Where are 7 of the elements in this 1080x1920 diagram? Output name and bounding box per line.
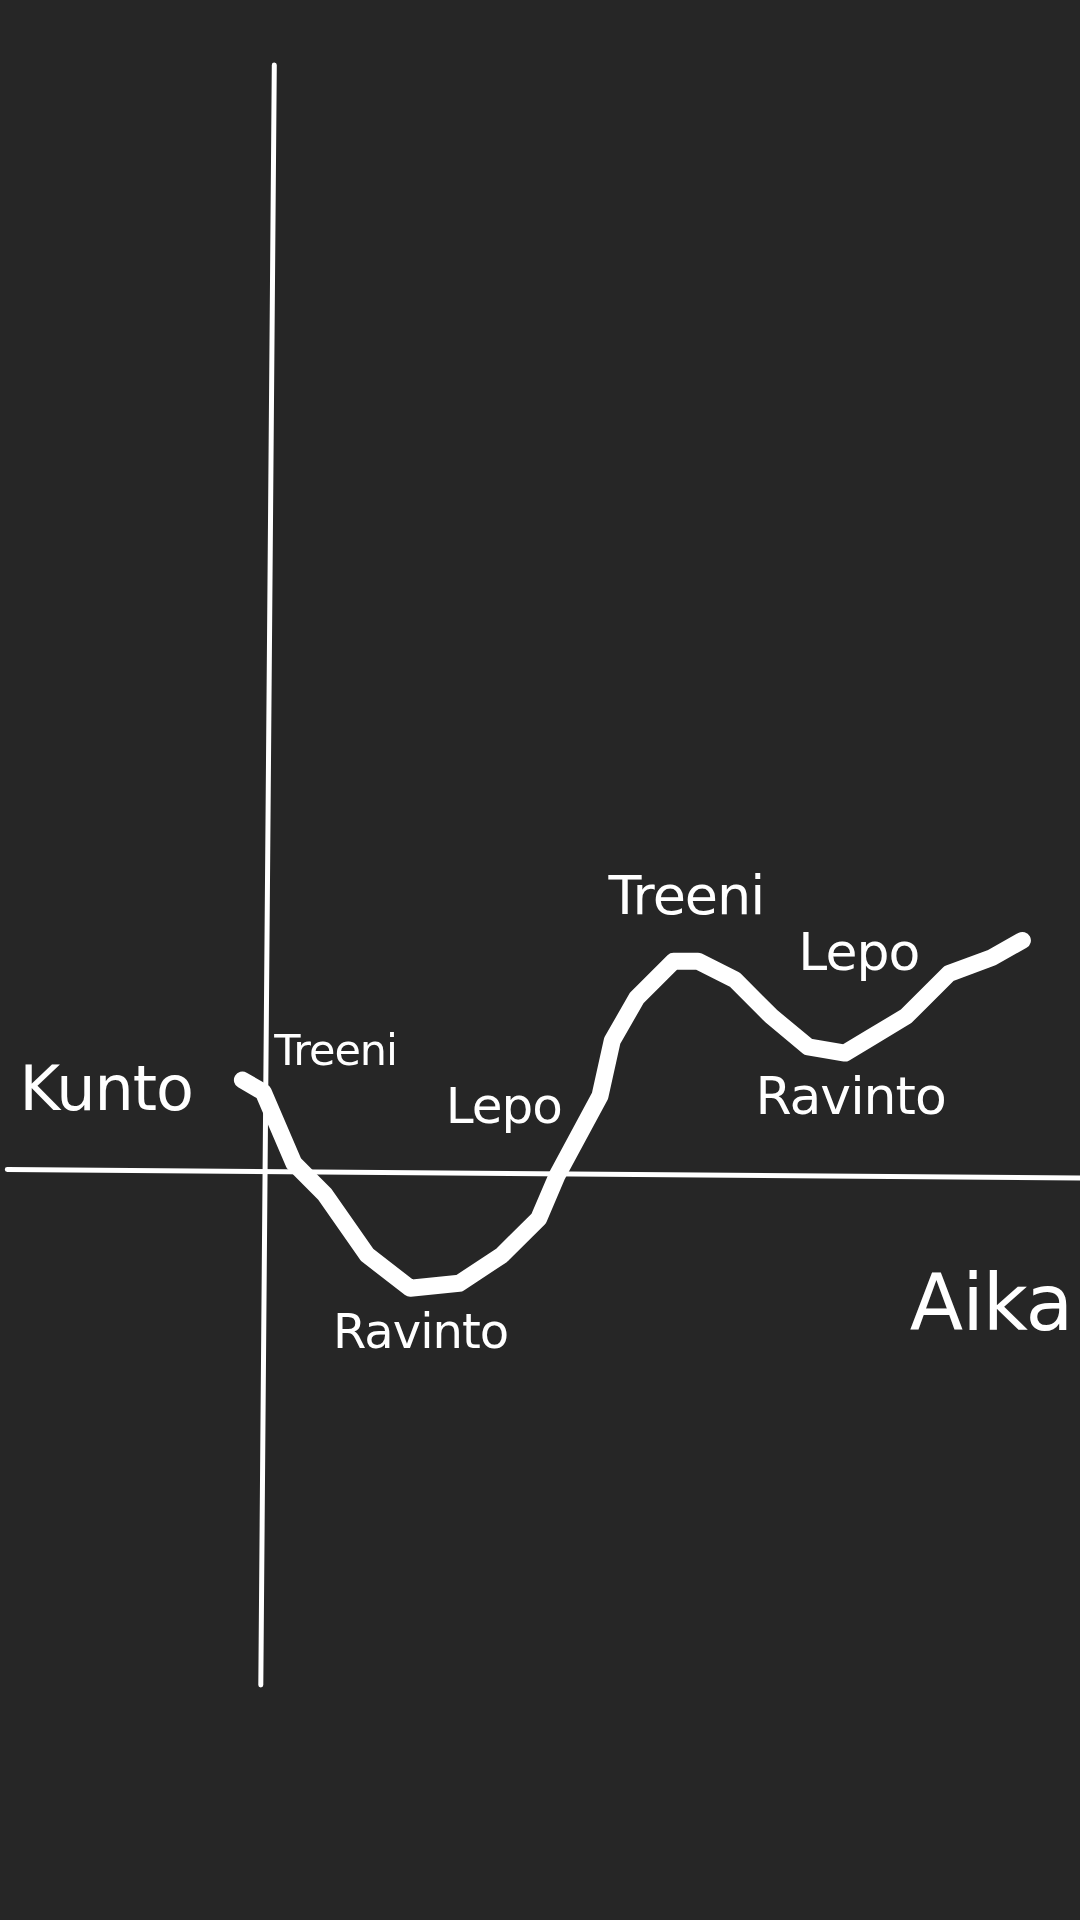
phase-label: Ravinto [333, 1306, 509, 1355]
phase-label: Ravinto [755, 1070, 946, 1123]
phase-label: Treeni [274, 1028, 398, 1072]
axis-label: Kunto [19, 1057, 193, 1120]
phase-label: Lepo [445, 1081, 562, 1132]
axis-label: Aika [909, 1263, 1073, 1342]
phase-label: Treeni [608, 869, 765, 924]
